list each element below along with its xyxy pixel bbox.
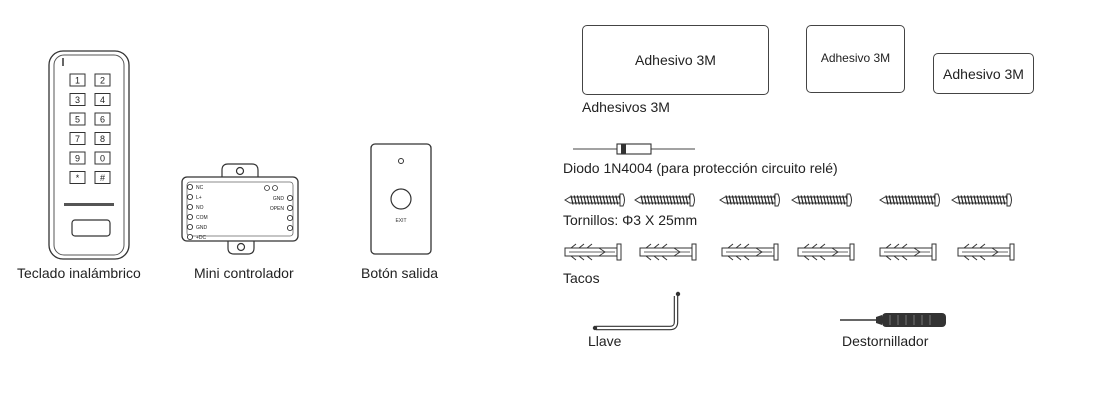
screw-icon bbox=[634, 193, 695, 207]
controller-terminal-label: OPEN bbox=[270, 206, 285, 212]
controller-terminal-label: COM bbox=[196, 215, 208, 221]
controller-terminal-label: GND bbox=[196, 225, 208, 231]
keypad-key-label: 6 bbox=[100, 115, 105, 125]
keypad-label: Teclado inalámbrico bbox=[17, 265, 141, 281]
controller-terminal-label: +DC bbox=[196, 235, 207, 241]
keypad-key-label: 4 bbox=[100, 95, 105, 105]
keypad-key-label: 0 bbox=[100, 154, 105, 164]
controller-terminal-label: GND bbox=[273, 196, 285, 202]
mini-controller-device: NC L+ NO COM GND +DC GND OPEN bbox=[180, 160, 300, 258]
allen-key-label: Llave bbox=[588, 333, 622, 349]
screws-row bbox=[560, 190, 1030, 210]
screwdriver-label: Destornillador bbox=[842, 333, 929, 349]
wall-anchor-icon bbox=[721, 243, 779, 261]
screw-icon bbox=[564, 193, 625, 207]
controller-terminal: COM bbox=[186, 213, 208, 221]
keypad-key-label: 8 bbox=[100, 134, 105, 144]
adhesive-small: Adhesivo 3M bbox=[933, 53, 1034, 94]
keypad-key: 7 bbox=[69, 132, 86, 145]
screw-icon bbox=[719, 193, 780, 207]
controller-terminal: OPEN bbox=[270, 204, 294, 212]
exit-text: EXIT bbox=[395, 218, 406, 224]
keypad-key-label: 2 bbox=[100, 76, 105, 86]
keypad-key-label: 3 bbox=[75, 95, 80, 105]
keypad-key: 0 bbox=[94, 151, 111, 165]
exit-button-label: Botón salida bbox=[361, 265, 439, 281]
exit-button-device: EXIT bbox=[370, 143, 432, 255]
adhesives-label: Adhesivos 3M bbox=[582, 99, 670, 115]
keypad-key: * bbox=[69, 171, 86, 184]
keypad-illustration: 1 2 3 4 5 6 7 8 9 0 * # bbox=[48, 50, 130, 260]
wall-anchor-icon bbox=[879, 243, 937, 261]
wall-anchor-icon bbox=[564, 243, 622, 261]
controller-illustration: NC L+ NO COM GND +DC GND OPEN bbox=[181, 163, 299, 255]
wall-anchor-icon bbox=[797, 243, 855, 261]
keypad-key-label: 1 bbox=[75, 76, 80, 86]
allen-key-icon bbox=[588, 288, 688, 332]
diode-icon bbox=[573, 142, 695, 156]
wall-anchor-icon bbox=[957, 243, 1015, 261]
screws-label: Tornillos: Φ3 X 25mm bbox=[563, 212, 698, 228]
keypad-device: 1 2 3 4 5 6 7 8 9 0 * # bbox=[48, 50, 130, 260]
screw-icon bbox=[951, 193, 1012, 207]
controller-terminal-label: L+ bbox=[196, 195, 202, 201]
keypad-key: 2 bbox=[94, 73, 111, 87]
keypad-key: 6 bbox=[94, 112, 111, 126]
controller-terminal: NC bbox=[186, 183, 204, 191]
keypad-key: 8 bbox=[94, 132, 111, 145]
keypad-key-label: 5 bbox=[75, 115, 80, 125]
screwdriver-icon bbox=[838, 308, 950, 332]
controller-terminal-label: NO bbox=[196, 205, 204, 211]
screw-icon bbox=[879, 193, 940, 207]
adhesive-small-text: Adhesivo 3M bbox=[943, 65, 1024, 82]
keypad-key-label: * bbox=[76, 173, 80, 183]
mini-controller-label: Mini controlador bbox=[194, 265, 294, 281]
keypad-key: 3 bbox=[69, 93, 86, 106]
anchors-label: Tacos bbox=[563, 270, 600, 286]
adhesive-medium-text: Adhesivo 3M bbox=[820, 51, 891, 65]
adhesive-large: Adhesivo 3M bbox=[582, 25, 769, 95]
diode-label: Diodo 1N4004 (para protección circuito r… bbox=[563, 160, 838, 176]
adhesive-medium: Adhesivo 3M bbox=[806, 25, 905, 93]
controller-terminal: GND bbox=[273, 194, 294, 202]
controller-terminal: L+ bbox=[186, 193, 202, 201]
controller-terminal: GND bbox=[186, 223, 208, 231]
keypad-key: 1 bbox=[69, 73, 86, 87]
controller-terminal-label: NC bbox=[196, 185, 204, 191]
wall-anchor-icon bbox=[639, 243, 697, 261]
keypad-key-label: 9 bbox=[75, 154, 80, 164]
controller-terminal: NO bbox=[186, 203, 204, 211]
keypad-key-label: 7 bbox=[75, 134, 80, 144]
exit-button-illustration: EXIT bbox=[370, 143, 432, 255]
keypad-key: 4 bbox=[94, 93, 111, 106]
keypad-key-label: # bbox=[100, 173, 105, 183]
keypad-key: 9 bbox=[69, 151, 86, 165]
keypad-key: # bbox=[94, 171, 111, 184]
controller-terminal: +DC bbox=[186, 233, 207, 241]
keypad-key: 5 bbox=[69, 112, 86, 126]
screw-icon bbox=[791, 193, 852, 207]
adhesive-large-text: Adhesivo 3M bbox=[635, 52, 716, 68]
anchors-row bbox=[560, 240, 1030, 262]
